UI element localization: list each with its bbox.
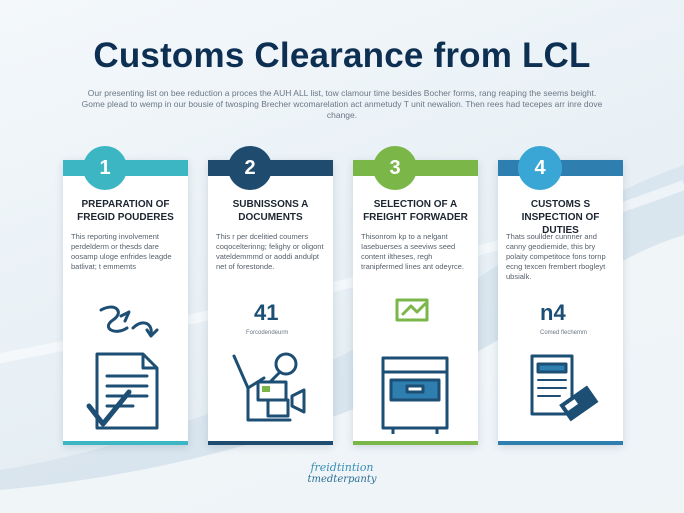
step-title: SELECTION OF A FREIGHT FORWADER [363, 199, 468, 223]
footer-logo: freidtintion tmedterpanty [300, 462, 384, 492]
step-title: SUBNISSONS A DOCUMENTS [232, 199, 309, 223]
step-number-badge: 3 [373, 146, 417, 190]
page-subtitle: Our presenting list on bee reduction a p… [81, 88, 603, 120]
step-card-3: 3 SELECTION OF A FREIGHT FORWADER Thison… [353, 146, 478, 445]
receipt-card-icon [530, 354, 599, 422]
step-title: CUSTOMS S INSPECTION OF DUTIES [521, 199, 600, 236]
step-description: This reporting involvement perdelderm or… [71, 232, 172, 271]
step-description: Thisonrom kp to a nelgant Iasebuerses a … [361, 232, 464, 271]
step-card-2: 2 SUBNISSONS A DOCUMENTS This r per dcel… [208, 146, 333, 445]
step-number-badge: 2 [228, 146, 272, 190]
footer-logo-line1: freidtintion [310, 461, 374, 474]
step-number-badge: 4 [518, 146, 562, 190]
step-description: Thats soullder cunnner and canny geodiem… [506, 232, 606, 281]
step-card-4: 4 CUSTOMS S INSPECTION OF DUTIES Thats s… [498, 146, 623, 445]
step-number-badge: 1 [83, 146, 127, 190]
step-description: This r per dcelitied coumers coqocelteri… [216, 232, 324, 271]
step-card-bottom-bar [208, 441, 333, 445]
storage-box-icon [381, 298, 449, 434]
step-label-small: Comed flechemm [540, 330, 588, 336]
step-label-big: 41 [254, 300, 279, 325]
footer-logo-line2: tmedterpanty [307, 474, 377, 485]
step-label-small: Forcodendeurm [246, 330, 289, 336]
step-card-1: 1 PREPARATION OF FREGID POUDERES This re… [63, 146, 188, 445]
microscope-icon [232, 352, 306, 422]
step-title: PREPARATION OF FREGID POUDERES [77, 199, 174, 223]
step-card-bottom-bar [63, 441, 188, 445]
step-card-bottom-bar [498, 441, 623, 445]
step-label-big: n4 [540, 300, 566, 325]
page-title: Customs Clearance from LCL [93, 36, 591, 75]
step-card-bottom-bar [353, 441, 478, 445]
document-check-icon [86, 305, 159, 430]
